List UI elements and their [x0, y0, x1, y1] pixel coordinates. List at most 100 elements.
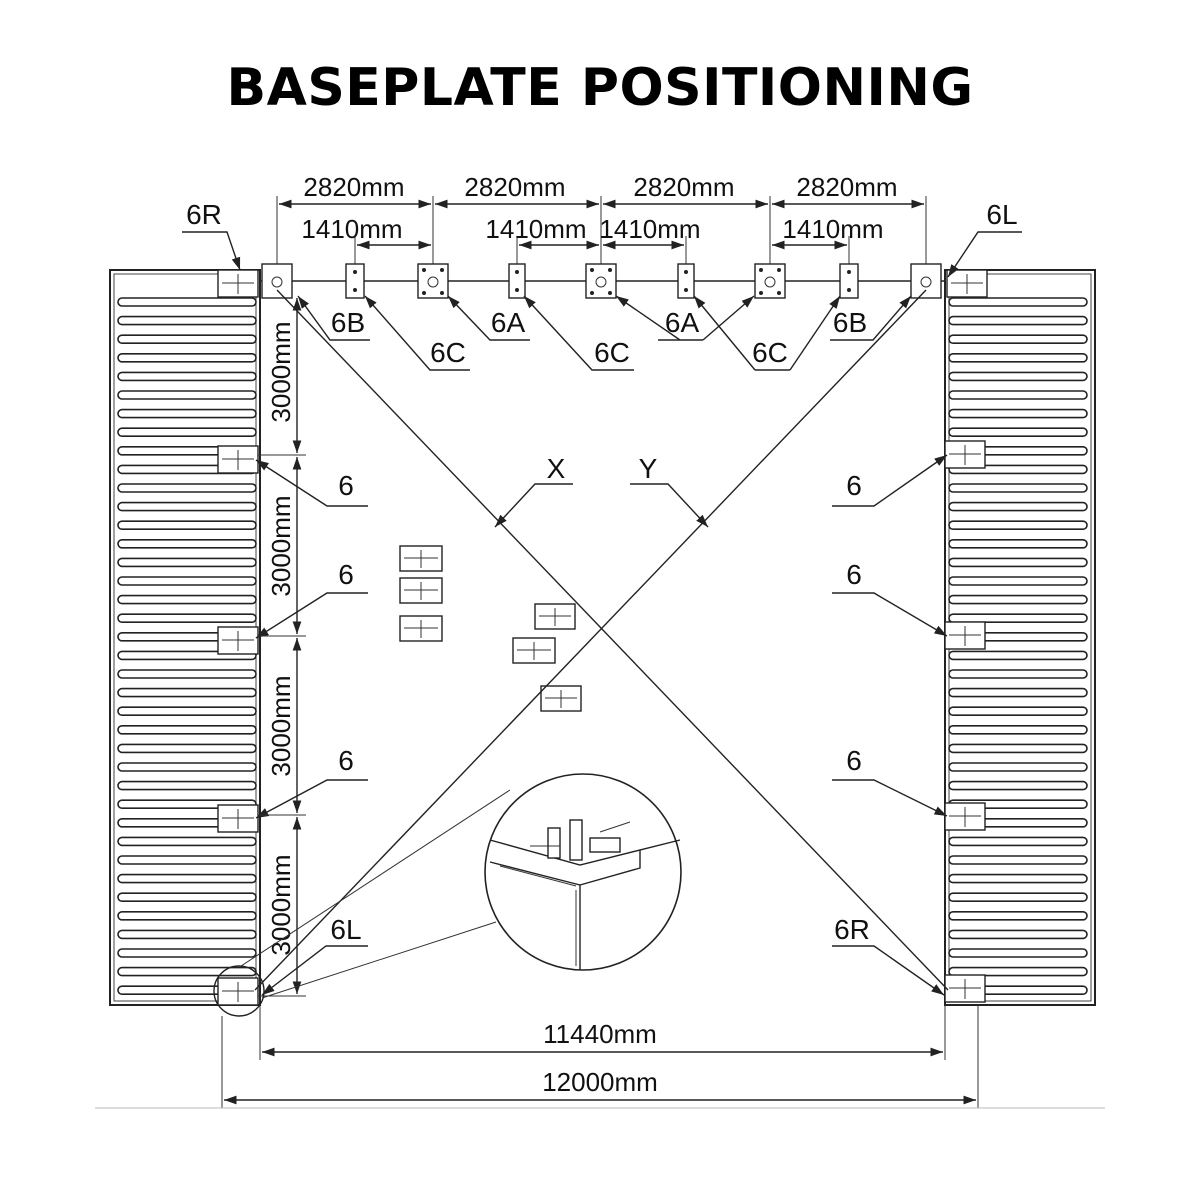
corrugation-slat — [948, 669, 1088, 679]
diagonal-x-label: X — [547, 453, 566, 484]
corner-callouts: 6R 6L 6L 6R — [182, 199, 1022, 996]
inner-width-label: 11440mm — [543, 1019, 657, 1049]
corrugation-slat — [948, 873, 1088, 884]
callout-6c: 6C — [752, 337, 788, 368]
corrugation-slat — [948, 855, 1088, 865]
corrugation-slat — [117, 836, 257, 847]
corrugation-slat — [948, 706, 1088, 717]
corrugation-slat — [948, 427, 1088, 438]
half-span-label: 1410mm — [485, 214, 586, 244]
corrugation-slat — [948, 650, 1088, 661]
corrugation-slat — [117, 966, 257, 977]
diagonals — [254, 289, 949, 991]
corrugation-slat — [117, 520, 257, 531]
top-span-label: 2820mm — [464, 172, 565, 202]
baseplate-6a-small — [677, 263, 695, 299]
top-span-label: 2820mm — [303, 172, 404, 202]
corrugation-slat — [948, 594, 1088, 605]
corrugation-slat — [117, 390, 257, 400]
side-callouts: 6 6 6 6 6 6 — [255, 454, 948, 819]
callout-6: 6 — [846, 559, 862, 590]
corrugation-slat — [948, 390, 1088, 400]
callout-6: 6 — [846, 745, 862, 776]
corrugation-slat — [948, 687, 1088, 698]
corrugation-slat — [117, 315, 257, 326]
half-span-label: 1410mm — [301, 214, 402, 244]
callout-6l-bottom-left: 6L — [330, 914, 361, 945]
top-span-dimensions: 2820mm 2820mm 2820mm 2820mm — [279, 172, 924, 209]
callout-6: 6 — [338, 470, 354, 501]
corrugation-slat — [117, 427, 257, 438]
corrugation-slat — [117, 929, 257, 940]
corrugation-slat — [948, 836, 1088, 847]
side-span-label: 3000mm — [266, 321, 296, 422]
corrugation-slat — [117, 613, 257, 624]
corrugation-slat — [117, 557, 257, 568]
baseplate-6c-large — [261, 263, 293, 299]
corrugation-slat — [117, 706, 257, 717]
baseplate-6b-small — [345, 263, 365, 299]
baseplate-6b-small — [839, 263, 859, 299]
callout-6a: 6A — [665, 307, 700, 338]
callout-6b: 6B — [833, 307, 867, 338]
corrugation-slat — [117, 483, 257, 493]
corrugation-slat — [117, 910, 257, 921]
detail-view — [489, 819, 681, 970]
corrugation-slat — [117, 724, 257, 735]
top-half-span-dimensions: 1410mm 1410mm 1410mm 1410mm — [301, 214, 884, 250]
callout-6l-top-right: 6L — [986, 199, 1017, 230]
right-container-corrugation — [948, 297, 1088, 996]
callout-6: 6 — [846, 470, 862, 501]
top-callouts: 6B 6C 6A 6C 6A 6C 6B — [297, 295, 912, 371]
callout-6c: 6C — [430, 337, 466, 368]
diagonal-y-label: Y — [639, 453, 658, 484]
corrugation-slat — [117, 948, 257, 958]
corrugation-slat — [117, 334, 257, 345]
corrugation-slat — [948, 520, 1088, 531]
corrugation-slat — [117, 855, 257, 865]
top-baseplates — [261, 263, 942, 299]
corrugation-slat — [117, 371, 257, 382]
side-plates — [217, 440, 986, 833]
corrugation-slat — [948, 724, 1088, 735]
corrugation-slat — [117, 780, 257, 791]
callout-6: 6 — [338, 745, 354, 776]
corrugation-slat — [948, 910, 1088, 921]
top-extension-lines — [276, 196, 927, 264]
corrugation-slat — [948, 576, 1088, 586]
baseplate-6c-large — [754, 263, 786, 299]
top-span-label: 2820mm — [633, 172, 734, 202]
baseplate-6c-large — [585, 263, 617, 299]
callout-6a: 6A — [491, 307, 526, 338]
overall-width-label: 12000mm — [542, 1067, 658, 1097]
corrugation-slat — [948, 501, 1088, 512]
corrugation-slat — [117, 743, 257, 754]
corrugation-slat — [948, 948, 1088, 958]
corrugation-slat — [117, 408, 257, 419]
corrugation-slat — [948, 929, 1088, 940]
corrugation-slat — [948, 557, 1088, 568]
bottom-dimensions: 11440mm 12000mm — [95, 1005, 1105, 1109]
corrugation-slat — [948, 483, 1088, 493]
corrugation-slat — [117, 297, 257, 307]
corrugation-slat — [948, 966, 1088, 977]
baseplate-6c-large — [417, 263, 449, 299]
corrugation-slat — [117, 669, 257, 679]
corrugation-slat — [948, 743, 1088, 754]
side-span-label: 3000mm — [266, 854, 296, 955]
callout-6r-bottom-right: 6R — [834, 914, 870, 945]
loose-plates — [399, 545, 582, 712]
corrugation-slat — [117, 873, 257, 884]
left-container-corrugation — [117, 297, 257, 996]
detail-callout — [213, 773, 682, 1017]
corrugation-slat — [948, 371, 1088, 382]
corrugation-slat — [948, 352, 1088, 363]
baseplate-6a-small — [508, 263, 526, 299]
callout-6b: 6B — [331, 307, 365, 338]
corrugation-slat — [117, 594, 257, 605]
page-title: BASEPLATE POSITIONING — [226, 58, 974, 118]
corrugation-slat — [117, 687, 257, 698]
half-span-label: 1410mm — [599, 214, 700, 244]
corrugation-slat — [948, 538, 1088, 549]
